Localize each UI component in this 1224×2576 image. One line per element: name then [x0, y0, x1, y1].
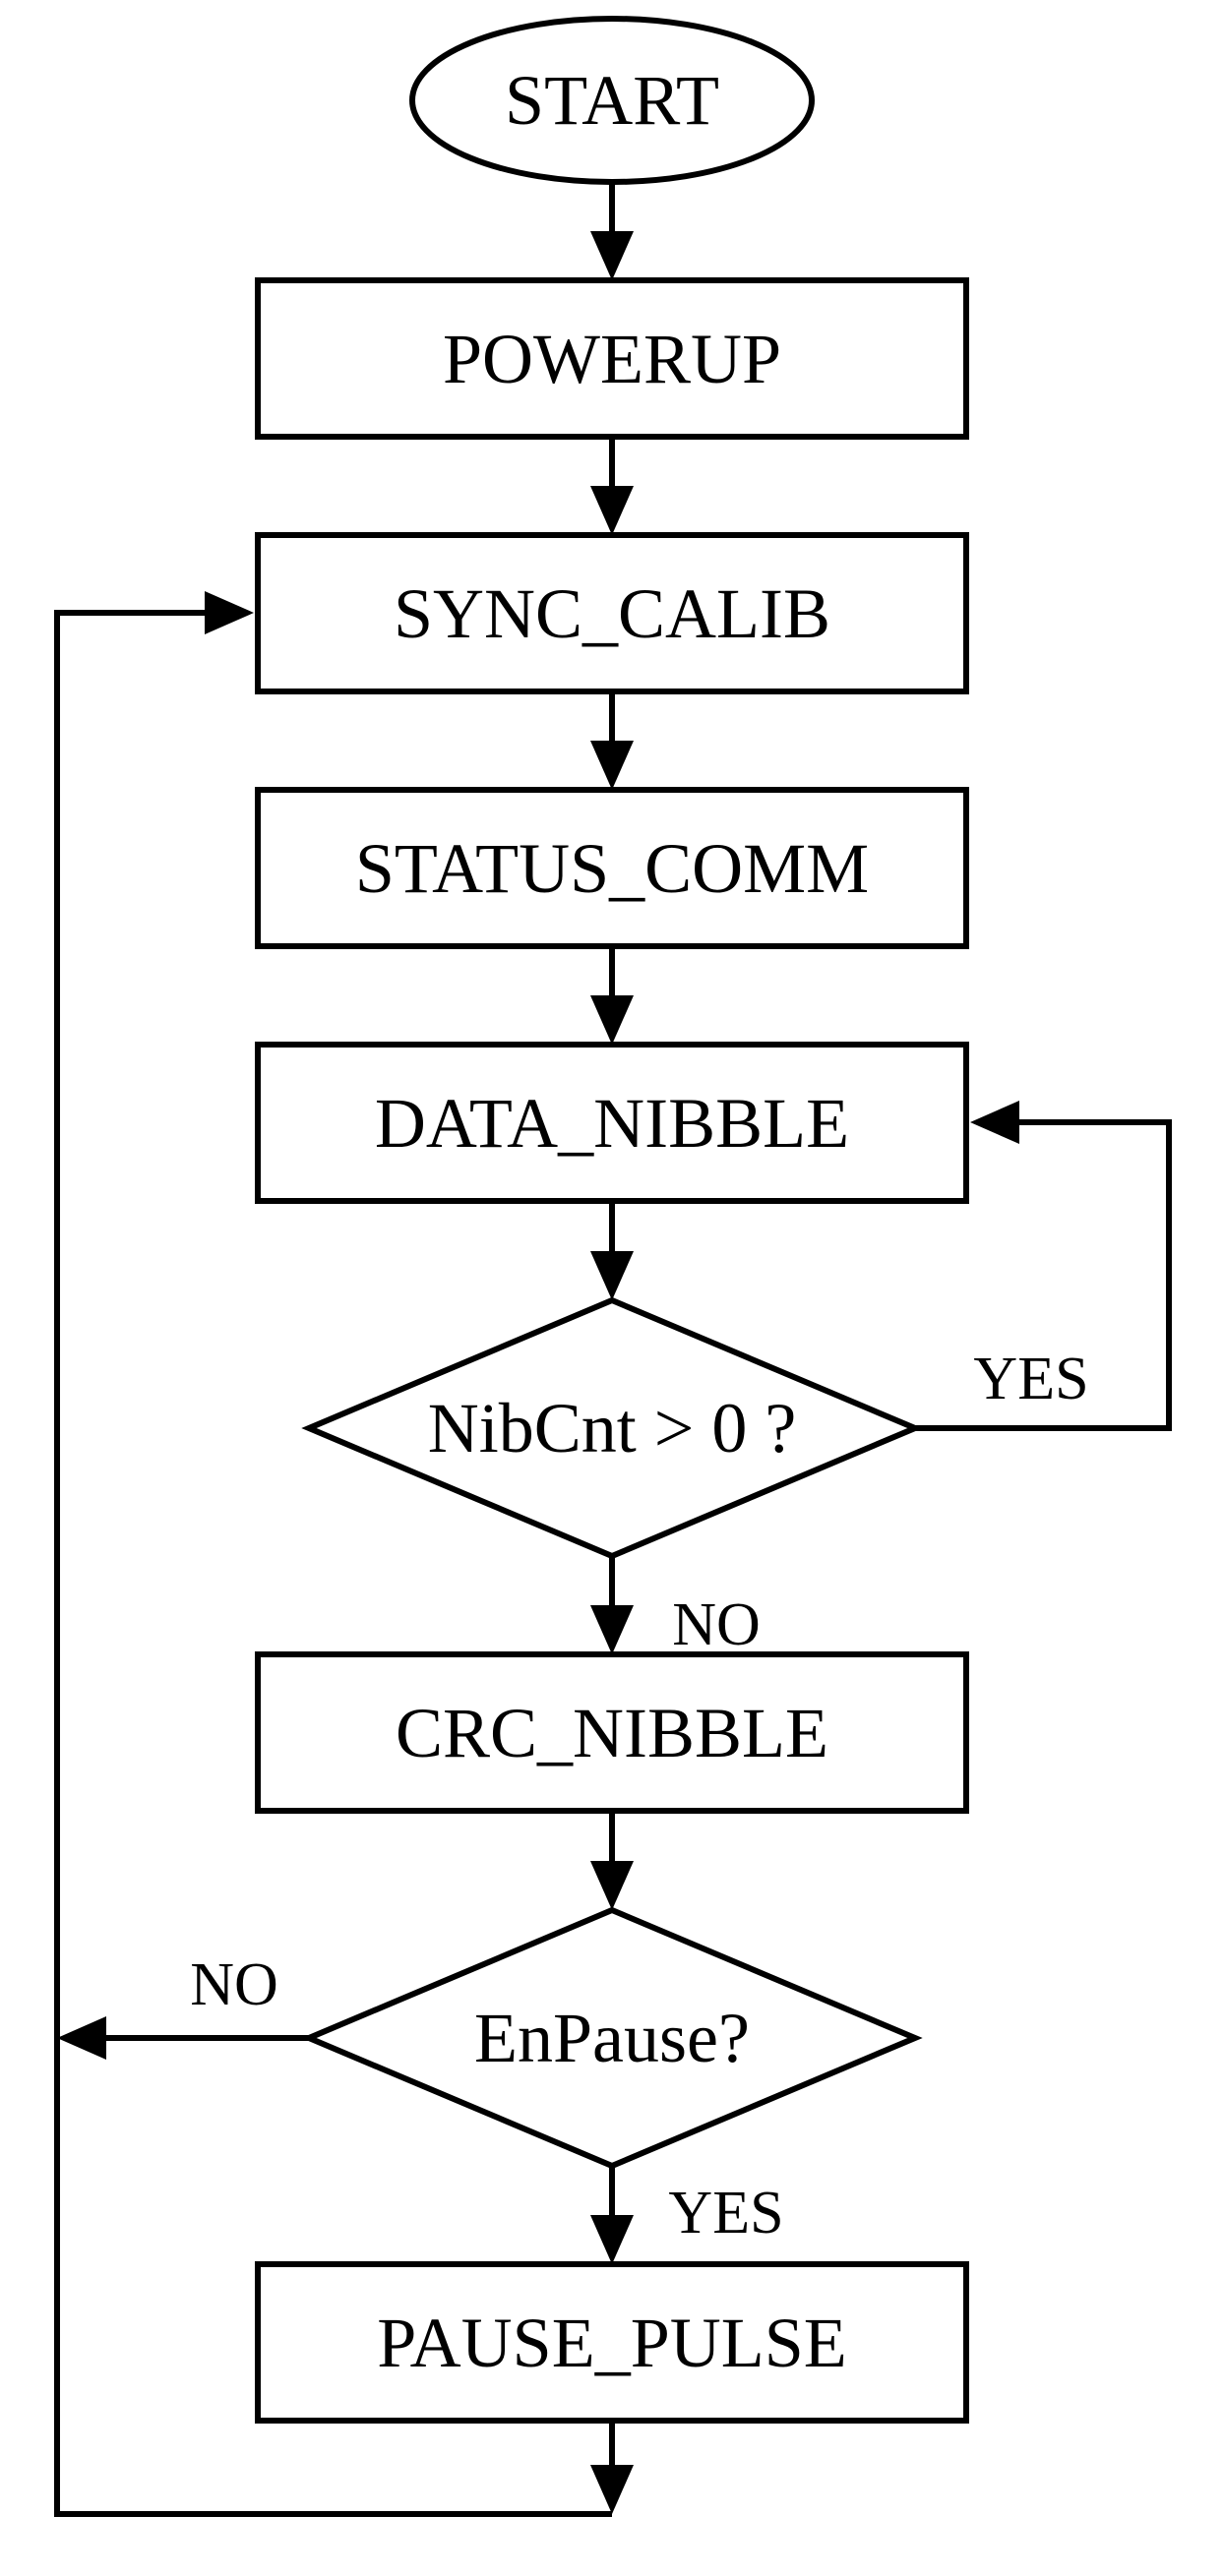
arrowhead-return-sync: [205, 591, 254, 634]
nibcnt-label: NibCnt > 0 ?: [428, 1389, 797, 1468]
start-label: START: [505, 61, 719, 140]
nibcnt-no-label: NO: [672, 1591, 761, 1658]
node-pause-pulse: PAUSE_PULSE: [255, 2261, 969, 2424]
arrowhead-pause-pulse: [590, 2215, 634, 2264]
arrowhead-data-nibble: [590, 995, 634, 1045]
nibcnt-diamond: [301, 1296, 923, 1560]
status-comm-label: STATUS_COMM: [355, 829, 869, 908]
node-start: START: [409, 16, 815, 185]
arrowhead-enpause-no: [57, 2016, 106, 2060]
powerup-label: POWERUP: [443, 320, 781, 398]
connectors: [54, 182, 1172, 2517]
data-nibble-label: DATA_NIBBLE: [375, 1084, 849, 1163]
pause-pulse-box: [255, 2261, 969, 2424]
arrowhead-nibcnt: [590, 1251, 634, 1300]
enpause-diamond: [301, 1906, 923, 2170]
arrowhead-sync-calib: [590, 486, 634, 535]
enpause-no-label: NO: [190, 1951, 278, 2018]
data-nibble-box: [255, 1042, 969, 1204]
enpause-yes-label: YES: [668, 2180, 783, 2247]
node-enpause-decision: EnPause?: [301, 1906, 923, 2170]
node-data-nibble: DATA_NIBBLE: [255, 1042, 969, 1204]
pause-pulse-label: PAUSE_PULSE: [377, 2304, 847, 2382]
node-powerup: POWERUP: [255, 277, 969, 440]
edge-nibcnt-yes-loop: [915, 1119, 1172, 1431]
arrowhead-status-comm: [590, 741, 634, 790]
powerup-box: [255, 277, 969, 440]
node-status-comm: STATUS_COMM: [255, 787, 969, 949]
nibcnt-yes-label: YES: [973, 1346, 1088, 1412]
arrowhead-nibcnt-yes: [970, 1101, 1019, 1144]
crc-nibble-label: CRC_NIBBLE: [396, 1694, 828, 1772]
node-sync-calib: SYNC_CALIB: [255, 532, 969, 694]
crc-nibble-box: [255, 1651, 969, 1814]
node-crc-nibble: CRC_NIBBLE: [255, 1651, 969, 1814]
edge-return-loop: [54, 610, 612, 2517]
status-comm-box: [255, 787, 969, 949]
arrowhead-loop-bottom: [590, 2465, 634, 2514]
node-nibcnt-decision: NibCnt > 0 ?: [301, 1296, 923, 1560]
sync-calib-label: SYNC_CALIB: [394, 574, 830, 653]
start-terminator: [409, 16, 815, 185]
enpause-label: EnPause?: [474, 1999, 750, 2077]
sync-calib-box: [255, 532, 969, 694]
arrowhead-enpause: [590, 1861, 634, 1910]
arrowhead-powerup: [590, 231, 634, 280]
arrowhead-crc-nibble: [590, 1605, 634, 1654]
